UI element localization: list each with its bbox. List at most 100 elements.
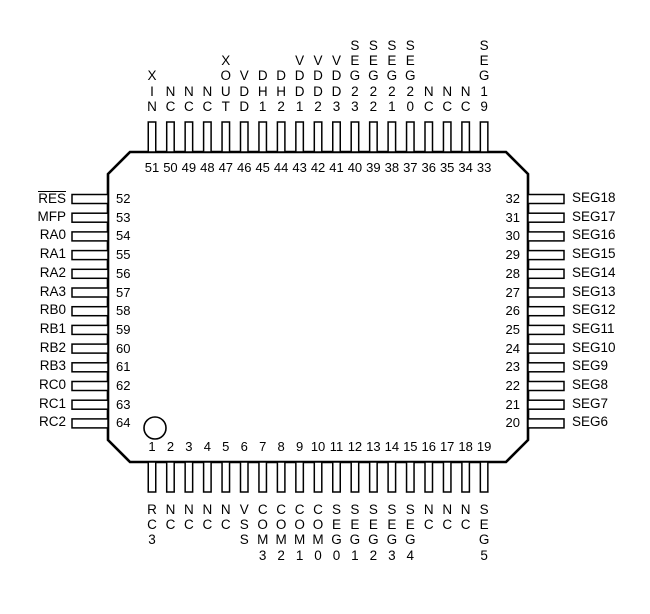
lead-right-28 — [527, 268, 565, 280]
lead-top-43 — [295, 121, 305, 153]
pin-number-15: 15 — [403, 439, 418, 454]
lead-bottom-4 — [202, 461, 212, 493]
lead-top-41 — [332, 121, 341, 153]
signal-label-SEG18: SEG18 — [572, 190, 616, 205]
pin-number-11: 11 — [329, 439, 344, 454]
pin-number-57: 57 — [116, 284, 131, 300]
package-body — [106, 150, 530, 464]
lead-bottom-14 — [387, 461, 397, 493]
signal-label-RB1: RB1 — [39, 320, 66, 336]
lead-bottom-11 — [332, 461, 341, 493]
pin-number-54: 54 — [116, 228, 131, 244]
signal-label-SEG11: SEG11 — [572, 320, 615, 336]
pin-number-49: 49 — [181, 160, 197, 175]
signal-label-SEG13: SEG13 — [572, 283, 616, 299]
lead-left-60 — [71, 343, 109, 354]
pin-number-64: 64 — [116, 415, 131, 431]
pin-number-16: 16 — [421, 439, 436, 454]
signal-label-SEG14: SEG14 — [572, 264, 616, 280]
lead-bottom-15 — [405, 461, 415, 493]
lead-bottom-2 — [165, 461, 175, 493]
pin-number-29: 29 — [505, 247, 520, 263]
signal-label-RA1: RA1 — [39, 246, 66, 262]
lead-top-39 — [368, 121, 378, 153]
signal-label-SEG6: SEG6 — [572, 414, 609, 430]
lead-right-23 — [527, 362, 565, 373]
pin-number-25: 25 — [505, 321, 520, 337]
pin-number-28: 28 — [505, 265, 520, 281]
pin-number-50: 50 — [163, 160, 178, 175]
pin-number-41: 41 — [329, 160, 344, 175]
pin-number-52: 52 — [116, 191, 131, 206]
pin-number-39: 39 — [366, 160, 381, 175]
lead-left-63 — [71, 399, 109, 410]
pin-number-6: 6 — [240, 439, 248, 454]
lead-top-34 — [461, 121, 471, 153]
signal-label-SEG8: SEG8 — [572, 377, 609, 392]
signal-label-SEG16: SEG16 — [572, 227, 616, 243]
lead-bottom-9 — [295, 461, 305, 493]
pin-number-43: 43 — [292, 160, 307, 175]
pin-number-17: 17 — [439, 439, 455, 454]
lead-top-42 — [313, 121, 323, 153]
pin-number-35: 35 — [439, 160, 455, 175]
pin-number-55: 55 — [116, 247, 131, 263]
lead-right-27 — [527, 287, 565, 298]
pin-number-38: 38 — [384, 160, 400, 175]
pin-number-23: 23 — [505, 359, 520, 375]
lead-left-53 — [71, 212, 109, 223]
pin-number-37: 37 — [403, 160, 418, 175]
pin-number-20: 20 — [505, 415, 520, 431]
lead-top-51 — [147, 121, 157, 153]
pin-number-62: 62 — [116, 378, 131, 393]
signal-label-SEG15: SEG15 — [572, 246, 616, 262]
signal-label-SEG10: SEG10 — [572, 339, 616, 355]
pin-number-31: 31 — [505, 209, 520, 225]
lead-top-40 — [350, 121, 360, 153]
pin-number-18: 18 — [458, 439, 473, 454]
pin-number-21: 21 — [505, 396, 520, 412]
lead-top-44 — [276, 121, 286, 153]
lead-bottom-5 — [221, 461, 231, 493]
signal-label-RB3: RB3 — [39, 358, 66, 374]
pin-number-7: 7 — [259, 439, 267, 454]
lead-left-59 — [71, 324, 109, 336]
pin-number-60: 60 — [116, 340, 131, 356]
pin-number-46: 46 — [237, 160, 252, 175]
signal-label-SEG7: SEG7 — [572, 395, 609, 411]
pin-number-58: 58 — [116, 303, 131, 319]
lead-left-54 — [71, 231, 109, 242]
lead-bottom-17 — [442, 461, 452, 493]
lead-right-21 — [527, 399, 565, 410]
pin-number-56: 56 — [116, 265, 131, 281]
pin-number-4: 4 — [203, 439, 211, 454]
lead-left-55 — [71, 249, 109, 261]
signal-label-MFP: MFP — [37, 208, 67, 224]
signal-label-RES: RES — [38, 191, 66, 206]
lead-left-62 — [71, 380, 109, 392]
lead-right-26 — [527, 305, 565, 317]
pin-number-36: 36 — [421, 160, 436, 175]
pin-number-44: 44 — [273, 160, 289, 175]
